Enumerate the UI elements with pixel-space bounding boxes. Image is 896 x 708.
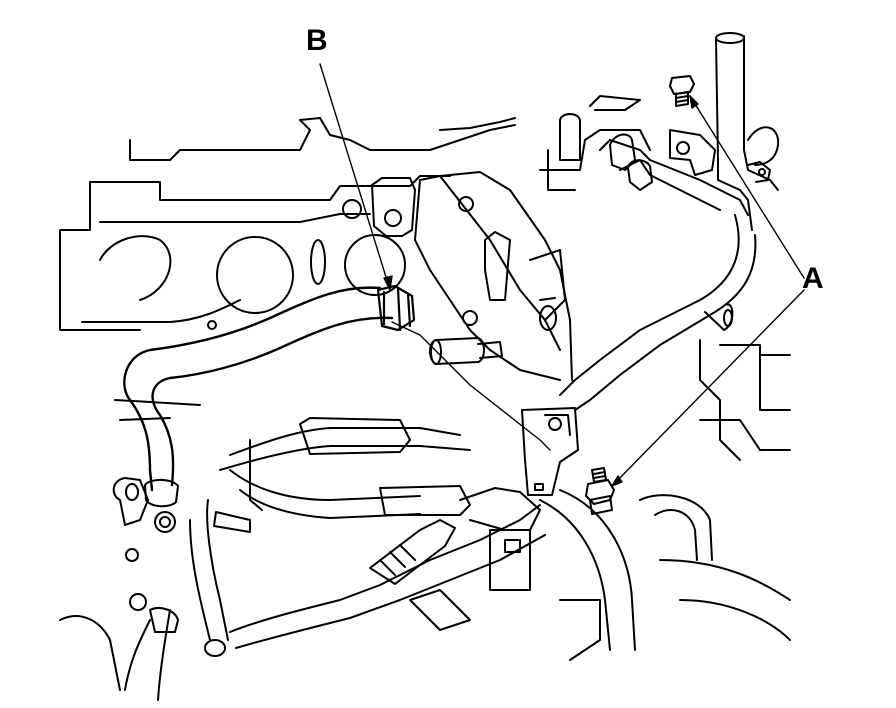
engine-block-outline <box>60 118 515 420</box>
heater-hose <box>124 288 392 490</box>
bypass-pipe <box>560 215 755 410</box>
thermostat-housing <box>372 96 650 380</box>
lower-hose-fitting <box>114 478 178 532</box>
water-outlet-pipe <box>600 33 778 230</box>
callout-a-leader <box>612 96 804 486</box>
callout-label-b: B <box>306 24 328 57</box>
hose-bracket <box>522 408 578 495</box>
callout-b-leader <box>320 64 550 450</box>
intake-runners <box>100 197 477 329</box>
callout-label-a: A <box>802 262 824 295</box>
hose-clamp-b <box>378 286 414 330</box>
lower-right-components <box>410 340 790 660</box>
wiring-harness <box>60 418 545 700</box>
bolt-upper-icon <box>670 76 694 106</box>
